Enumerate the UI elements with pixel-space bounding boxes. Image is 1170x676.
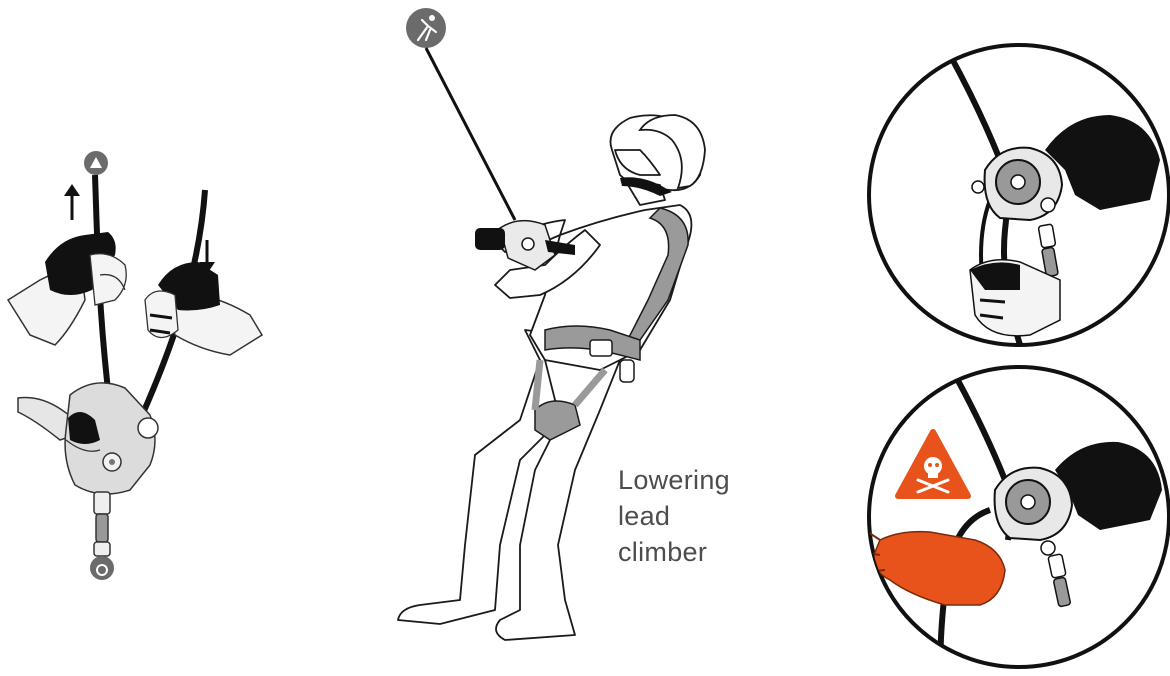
caption-text: Lowering lead climber bbox=[618, 462, 778, 570]
left-glove bbox=[8, 232, 126, 345]
right-glove bbox=[145, 262, 262, 355]
rope-up bbox=[426, 48, 515, 220]
anchor-icon bbox=[84, 151, 108, 175]
detail-circle-correct bbox=[869, 45, 1169, 345]
left-panel-device-hands bbox=[8, 151, 262, 580]
device-body bbox=[18, 383, 158, 494]
caption-line-1: Lowering bbox=[618, 462, 778, 498]
climber-icon bbox=[406, 8, 446, 48]
caption-line-2: lead bbox=[618, 498, 778, 534]
carabiner bbox=[94, 492, 110, 556]
caption-line-3: climber bbox=[618, 534, 778, 570]
arrow-up-icon bbox=[64, 184, 80, 220]
harness-attachment-icon bbox=[90, 556, 114, 580]
detail-circle-danger bbox=[862, 367, 1169, 671]
